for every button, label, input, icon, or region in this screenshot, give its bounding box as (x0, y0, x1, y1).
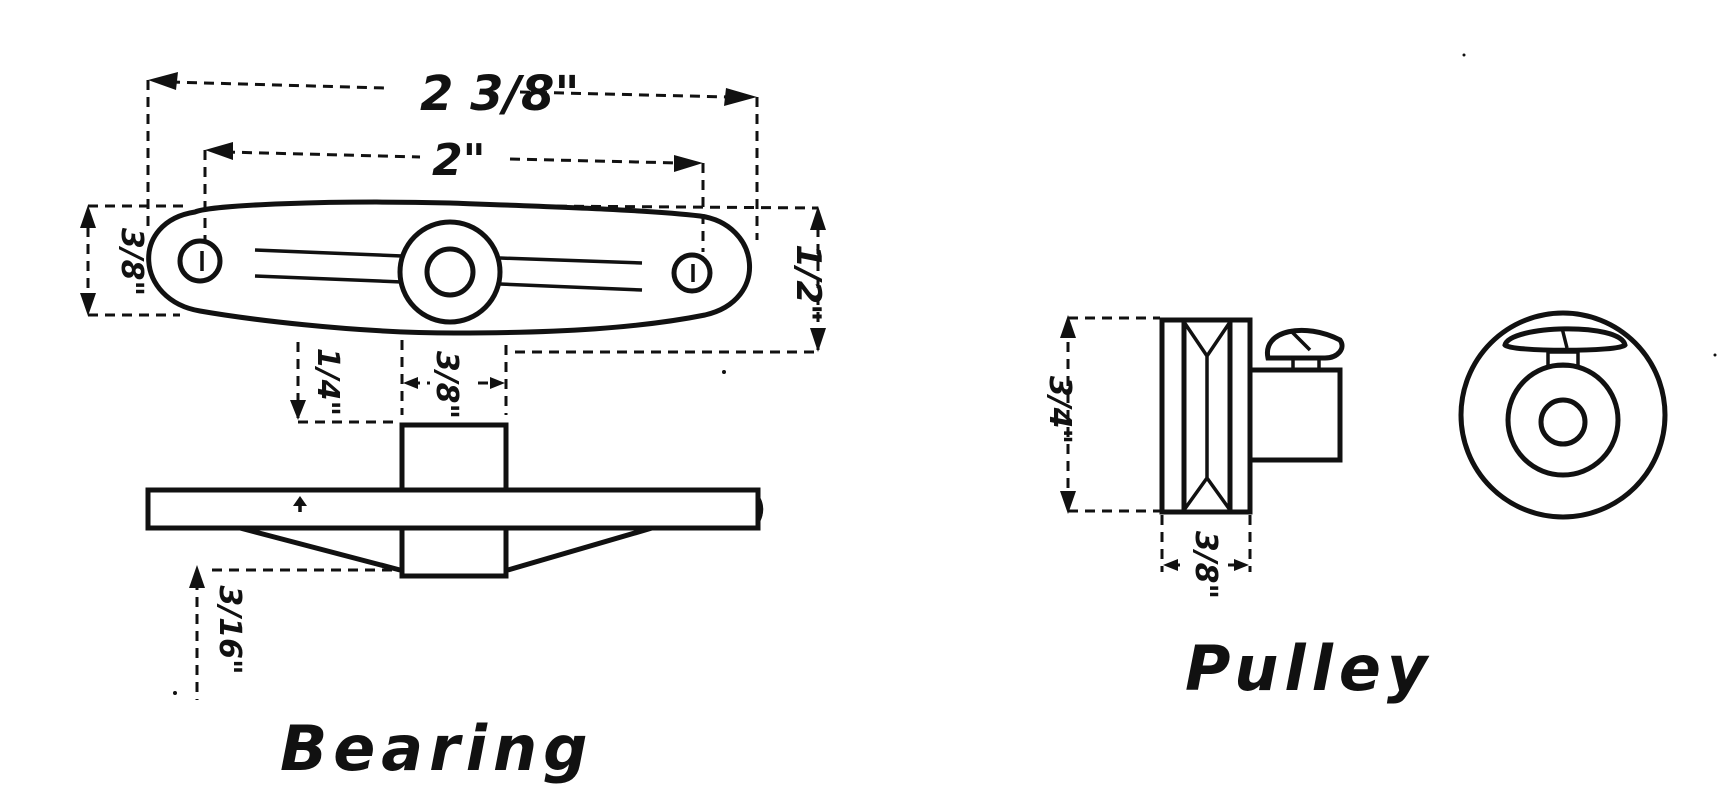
pulley-caption: Pulley (1185, 632, 1433, 705)
pulley-front-set-screw (1502, 326, 1628, 353)
pulley-set-screw (1265, 327, 1345, 361)
pulley-v-groove (1182, 321, 1232, 512)
pulley-hub-face (1505, 362, 1621, 478)
bearing-boss-outer (397, 219, 503, 325)
bearing-right-rib (499, 256, 643, 292)
bearing-boss-block (399, 422, 509, 493)
bearing-boss-inner (424, 246, 476, 298)
pulley-diameter-label: 3/4" (1042, 376, 1077, 444)
pulley-side-view (1159, 317, 1345, 515)
bearing-boss-width-label: 3/8" (429, 351, 464, 419)
bearing-web-depth-label: 1/4" (310, 348, 345, 416)
bearing-dim-hole-spacing: 2" (203, 135, 705, 252)
bearing-side-view (145, 422, 764, 579)
bearing-left-height-label: 3/8" (114, 228, 149, 296)
pulley-front-view (1458, 310, 1668, 520)
bearing-dim-boss-projection: 3/16" (189, 565, 398, 700)
bearing-plate-side (145, 487, 761, 531)
bearing-right-hole (671, 252, 713, 294)
bearing-left-web (239, 525, 401, 573)
pulley-width-label: 3/8" (1188, 531, 1223, 599)
bearing-boss-lower (399, 525, 509, 579)
bearing-caption: Bearing (280, 712, 594, 785)
bearing-dim-left-height: 3/8" (80, 204, 190, 317)
bearing-dim-boss-width: 3/8" (400, 340, 508, 419)
bearing-plate-outline (146, 199, 753, 336)
pulley-bore (1538, 397, 1588, 447)
bearing-boss-projection-label: 3/16" (212, 585, 247, 674)
bearing-right-height-label: 1/2" (788, 244, 828, 321)
bearing-overall-width-label: 2 3/8" (420, 66, 579, 122)
pulley-outer-rim (1458, 310, 1668, 520)
bearing-left-hole (177, 238, 223, 284)
bearing-dim-web-depth: 1/4" (290, 342, 400, 424)
bearing-right-web (507, 525, 653, 573)
bearing-hole-spacing-label: 2" (432, 135, 486, 186)
pulley-dim-width: 3/8" (1160, 515, 1252, 599)
bearing-left-rib (254, 248, 403, 284)
bearing-top-view (146, 199, 753, 336)
pulley-hub (1247, 367, 1343, 463)
bearing-dim-right-height: 1/2" (515, 204, 828, 354)
pulley-dim-diameter: 3/4" (1042, 315, 1160, 514)
